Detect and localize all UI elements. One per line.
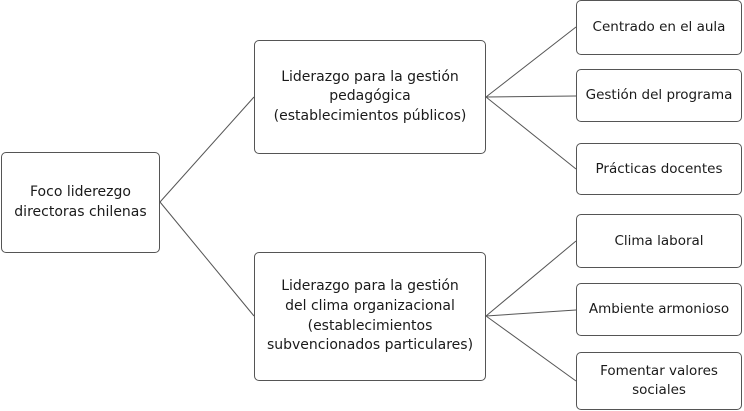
leaf-node-centrado-en-el-aula: Centrado en el aula [576,0,742,55]
leaf-node-line: Clima laboral [614,232,704,249]
connector-root-to-branch-1 [159,96,255,203]
leaf-node-line: Ambiente armonioso [588,301,730,318]
branch-node-clima-organizacional: Liderazgo para la gestión del clima orga… [254,252,486,381]
connector-branch-1-to-leaf-2 [485,95,577,98]
leaf-node-line: Prácticas docentes [595,160,723,177]
leaf-node-line: Fomentar valores [600,363,718,380]
branch-node-gestion-pedagogica: Liderazgo para la gestión pedagógica (es… [254,40,486,154]
branch-node-line: del clima organizacional [285,297,455,314]
leaf-node-gestion-del-programa: Gestión del programa [576,69,742,122]
leaf-node-line: Gestión del programa [585,87,733,104]
leaf-node-clima-laboral: Clima laboral [576,214,742,268]
leaf-node-line: Centrado en el aula [592,19,726,36]
branch-node-line: pedagógica [329,88,411,105]
connector-root-to-branch-2 [159,201,255,317]
branch-node-line: Liderazgo para la gestión [281,278,459,295]
branch-node-line: (establecimientos [307,317,433,334]
connector-branch-1-to-leaf-1 [485,26,577,98]
connector-branch-2-to-leaf-5 [485,309,577,317]
connector-branch-1-to-leaf-3 [485,96,577,170]
root-node-line: directoras chilenas [14,203,147,220]
leaf-node-fomentar-valores-sociales: Fomentar valores sociales [576,352,742,410]
branch-node-line: subvencionados particulares) [266,337,474,354]
connector-branch-2-to-leaf-4 [485,240,577,317]
leaf-node-ambiente-armonioso: Ambiente armonioso [576,283,742,336]
root-node-foco-liderazgo: Foco liderezgo directoras chilenas [1,152,160,253]
branch-node-line: (establecimientos públicos) [273,107,467,124]
leaf-node-practicas-docentes: Prácticas docentes [576,143,742,195]
branch-node-line: Liderazgo para la gestión [281,68,459,85]
leaf-node-line: sociales [632,382,686,398]
connector-branch-2-to-leaf-6 [485,315,577,382]
root-node-line: Foco liderezgo [30,183,131,200]
